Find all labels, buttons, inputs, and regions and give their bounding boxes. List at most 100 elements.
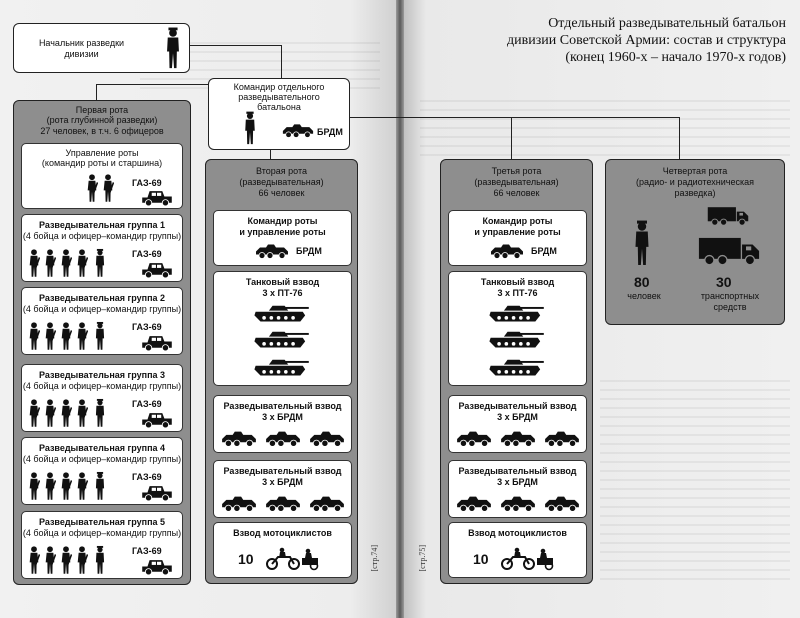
motorcycle-icon xyxy=(499,545,559,571)
title-line-2: дивизии Советской Армии: состав и структ… xyxy=(507,33,786,48)
company4-people: 80 xyxy=(634,274,650,290)
soldier-icon xyxy=(60,398,72,428)
company3-line-3: 66 человек xyxy=(493,188,540,198)
soldier-icon xyxy=(28,321,40,351)
group-name: Разведывательная группа 3 xyxy=(38,370,166,380)
tank-icon xyxy=(252,328,310,350)
commander-line-2: разведывательного xyxy=(238,92,320,102)
company2-tank-platoon: Танковый взвод 3 х ПТ-76 xyxy=(213,271,352,386)
company3-tank-line-1: Танковый взвод xyxy=(480,277,555,287)
soldier-icon xyxy=(76,471,88,501)
company3-mgmt: Командир роты и управление роты БРДМ xyxy=(448,210,587,266)
group-vehicle: ГАЗ-69 xyxy=(132,249,162,259)
officer-icon xyxy=(94,398,106,428)
company4-vehicles-label-2: средств xyxy=(713,302,747,312)
company2-line-3: 66 человек xyxy=(258,188,305,198)
company3-mgmt-line-2: и управление роты xyxy=(474,227,561,237)
soldier-icon xyxy=(44,398,56,428)
company1-line-3: 27 человек, в т.ч. 6 офицеров xyxy=(40,126,164,136)
company2-mgmt-line-2: и управление роты xyxy=(239,227,326,237)
company2-tank-line-1: Танковый взвод xyxy=(245,277,320,287)
company1-line-2: (рота глубинной разведки) xyxy=(46,115,158,125)
soldier-icon xyxy=(60,321,72,351)
tank-icon xyxy=(252,356,310,378)
group-vehicle: ГАЗ-69 xyxy=(132,322,162,332)
recon-group-2: Разведывательная группа 2 (4 бойца и офи… xyxy=(21,287,183,355)
brdm-icon xyxy=(455,493,493,513)
brdm-icon xyxy=(489,241,525,260)
company2-recon-platoon-2: Разведывательный взвод 3 х БРДМ xyxy=(213,460,352,518)
connector-line xyxy=(679,117,680,160)
jeep-icon xyxy=(140,410,174,429)
company2-recon-platoon-1: Разведывательный взвод 3 х БРДМ xyxy=(213,395,352,453)
company2-line-1: Вторая рота xyxy=(256,166,307,176)
connector-line xyxy=(189,45,281,46)
background-text xyxy=(600,380,790,580)
company2-mgmt: Командир роты и управление роты БРДМ xyxy=(213,210,352,266)
company4-vehicles-label-1: транспортных xyxy=(700,291,760,301)
company1-box: Первая рота (рота глубинной разведки) 27… xyxy=(13,100,191,585)
book-gutter xyxy=(396,0,404,618)
group-desc: (4 бойца и офицер–командир группы) xyxy=(22,231,182,241)
company3-recon-platoon-1: Разведывательный взвод 3 х БРДМ xyxy=(448,395,587,453)
company4-line-2: (радио- и радиотехническая xyxy=(636,177,754,187)
company2-box: Вторая рота (разведывательная) 66 челове… xyxy=(205,159,358,584)
company1-line-1: Первая рота xyxy=(75,105,129,115)
company3-box: Третья рота (разведывательная) 66 челове… xyxy=(440,159,593,584)
company4-box: Четвертая рота (радио- и радиотехническа… xyxy=(605,159,785,325)
jeep-icon xyxy=(140,483,174,502)
soldier-icon xyxy=(102,173,114,203)
brdm-icon xyxy=(455,428,493,448)
soldier-icon xyxy=(28,545,40,575)
officer-icon xyxy=(94,248,106,278)
soldier-icon xyxy=(76,321,88,351)
company4-people-label: человек xyxy=(627,291,661,301)
moto-count: 10 xyxy=(238,551,254,567)
chief-box: Начальник разведки дивизии xyxy=(13,23,190,73)
brdm-icon xyxy=(499,428,537,448)
company2-tank-line-2: 3 х ПТ-76 xyxy=(262,288,303,298)
brdm-icon xyxy=(543,493,581,513)
platoon-line-1: Разведывательный взвод xyxy=(223,401,342,411)
brdm-icon xyxy=(308,428,346,448)
moto-label: Взвод мотоциклистов xyxy=(468,528,567,538)
soldier-icon xyxy=(60,471,72,501)
brdm-icon xyxy=(281,121,315,139)
company3-moto-platoon: Взвод мотоциклистов 10 xyxy=(448,522,587,578)
jeep-icon xyxy=(140,260,174,279)
platoon-line-2: 3 х БРДМ xyxy=(262,477,303,487)
soldier-icon xyxy=(28,398,40,428)
title-line-1: Отдельный разведывательный батальон xyxy=(548,16,786,31)
soldier-icon xyxy=(44,321,56,351)
group-vehicle: ГАЗ-69 xyxy=(132,546,162,556)
company3-line-2: (разведывательная) xyxy=(474,177,559,187)
group-vehicle: ГАЗ-69 xyxy=(132,399,162,409)
brdm-icon xyxy=(308,493,346,513)
recon-group-4: Разведывательная группа 4 (4 бойца и офи… xyxy=(21,437,183,505)
company1-mgmt-line-1: Управление роты xyxy=(65,148,139,158)
motorcycle-icon xyxy=(264,545,324,571)
tank-icon xyxy=(252,302,310,324)
page-number-left: [стр.74] xyxy=(370,545,379,572)
group-vehicle: ГАЗ-69 xyxy=(132,472,162,482)
officer-icon xyxy=(94,545,106,575)
moto-label: Взвод мотоциклистов xyxy=(233,528,332,538)
platoon-line-1: Разведывательный взвод xyxy=(458,466,577,476)
tank-icon xyxy=(487,302,545,324)
group-name: Разведывательная группа 1 xyxy=(38,220,166,230)
commander-box: Командир отдельного разведывательного ба… xyxy=(208,78,350,150)
background-text xyxy=(420,100,790,160)
commander-vehicle: БРДМ xyxy=(317,127,343,137)
connector-line xyxy=(350,117,680,118)
company3-line-1: Третья рота xyxy=(491,166,542,176)
company2-mgmt-line-1: Командир роты xyxy=(247,216,318,226)
group-name: Разведывательная группа 4 xyxy=(38,443,166,453)
truck-icon xyxy=(696,234,762,268)
brdm-icon xyxy=(220,428,258,448)
brdm-icon xyxy=(499,493,537,513)
connector-line xyxy=(511,117,512,160)
company2-line-2: (разведывательная) xyxy=(239,177,324,187)
page-number-right: [стр.75] xyxy=(418,545,427,572)
jeep-icon xyxy=(140,333,174,352)
platoon-line-2: 3 х БРДМ xyxy=(497,412,538,422)
